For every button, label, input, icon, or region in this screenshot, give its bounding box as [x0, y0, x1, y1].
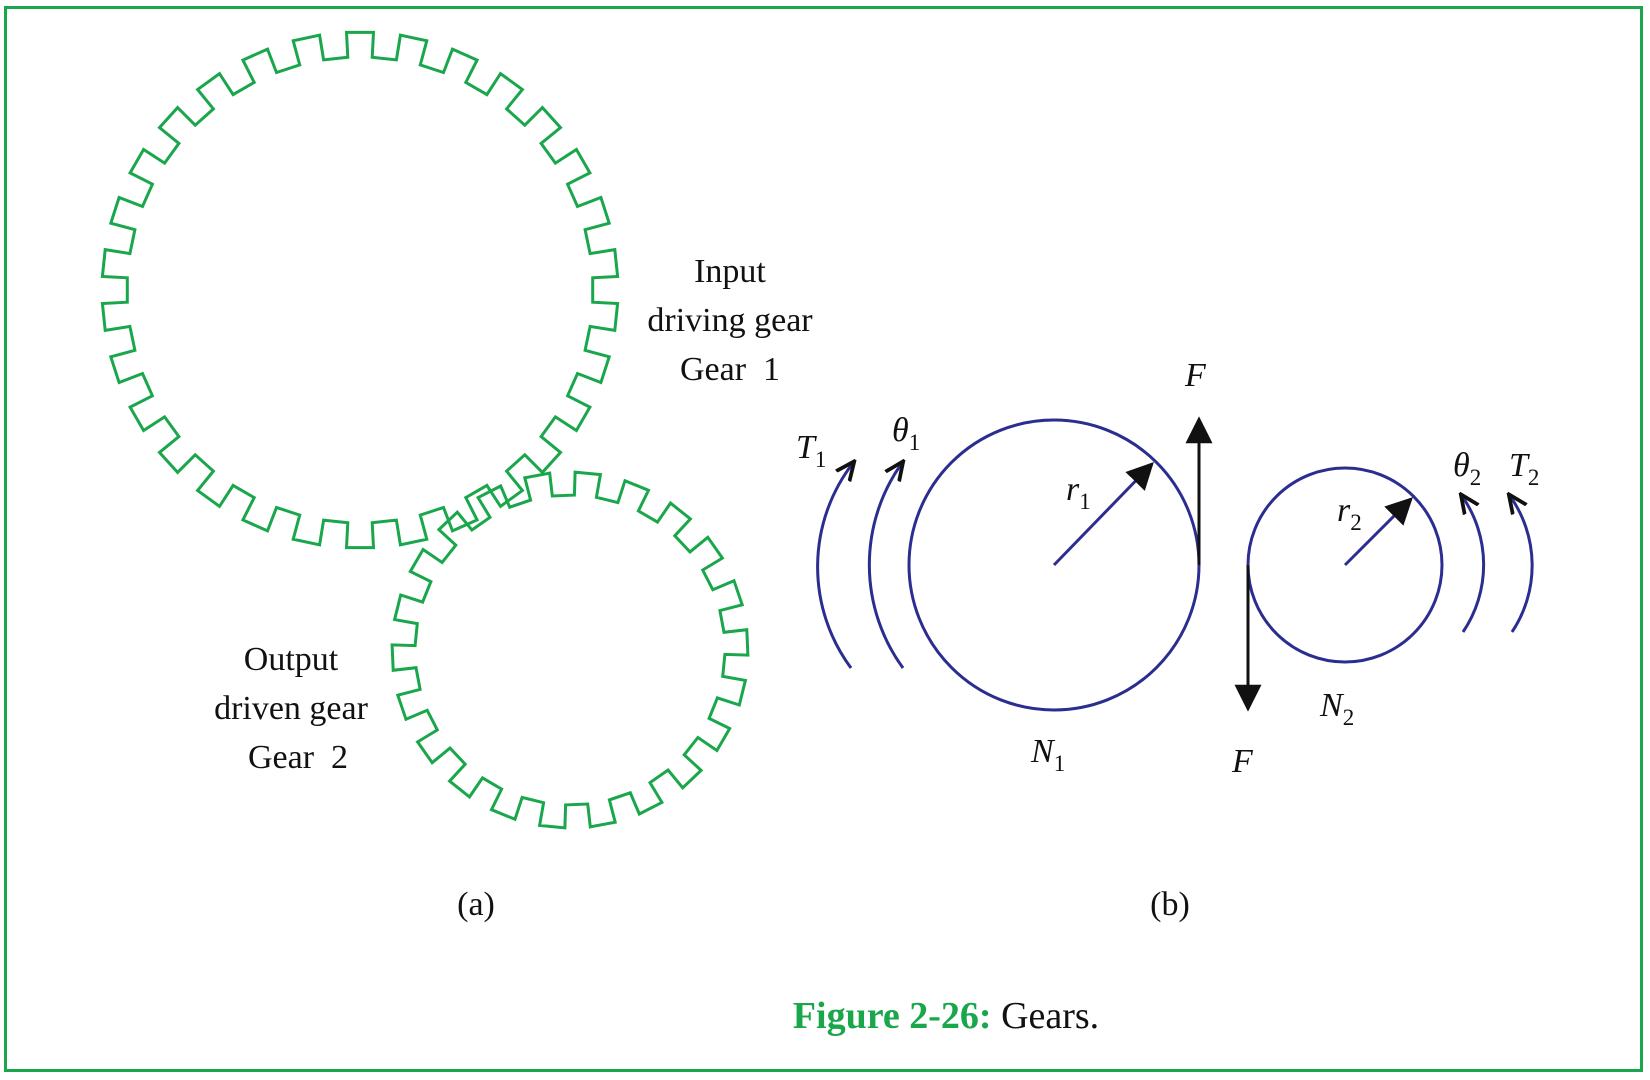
angle-theta1-arc: [867, 463, 903, 669]
label-theta2: θ2: [1453, 447, 1481, 490]
label-F-bottom: F: [1231, 743, 1254, 780]
label-r1: r1: [1066, 471, 1091, 514]
caption-text: Gears.: [992, 995, 1100, 1037]
angle-theta2-arc: [1462, 496, 1486, 633]
gear1-label-line1: Input: [694, 253, 766, 290]
label-T1: T1: [796, 429, 826, 472]
label-F-top: F: [1184, 357, 1207, 394]
label-T2: T2: [1509, 447, 1539, 490]
torque-T1-arc: [816, 463, 853, 669]
panel-a-tag: (a): [457, 886, 495, 923]
gear2-label-line1: Output: [244, 641, 339, 678]
figure-caption: Figure 2-26: Gears.: [793, 995, 1099, 1037]
radius-r2-arrow: [1343, 497, 1413, 567]
label-theta1: θ1: [892, 412, 920, 455]
caption-number: Figure 2-26:: [793, 995, 992, 1037]
label-r2: r2: [1337, 492, 1362, 535]
output-driven-gear: [390, 470, 750, 830]
torque-T2-arc: [1510, 496, 1534, 633]
input-driving-gear: [100, 30, 620, 550]
gear2-label-line3: Gear 2: [248, 739, 348, 776]
radius-r1-arrow: [1052, 462, 1154, 567]
label-N1: N1: [1030, 733, 1065, 776]
gear2-label-line2: driven gear: [214, 690, 369, 727]
gear1-label-line3: Gear 1: [680, 351, 780, 388]
gear1-label-line2: driving gear: [647, 302, 813, 339]
panel-b-tag: (b): [1150, 886, 1190, 923]
label-N2: N2: [1319, 687, 1354, 730]
